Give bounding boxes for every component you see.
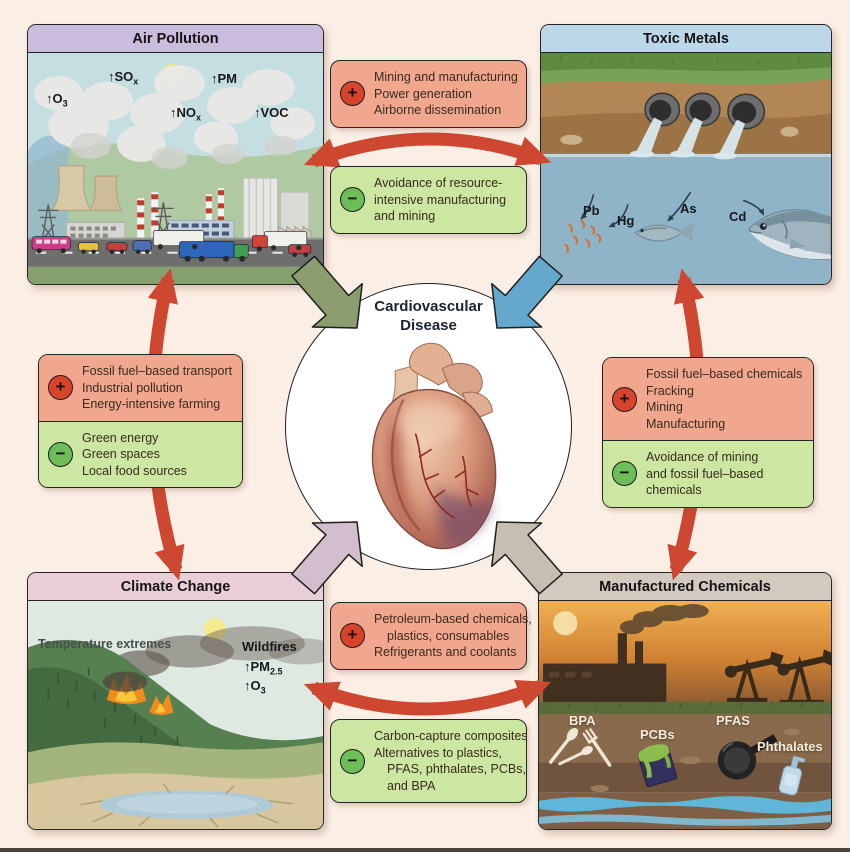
climate-change-illustration xyxy=(28,601,323,829)
label-hg: Hg xyxy=(617,213,635,228)
label-pfas: PFAS xyxy=(716,713,750,728)
panel-air-pollution: Air Pollution xyxy=(27,24,324,285)
toxic-metals-illustration xyxy=(541,53,831,284)
label-voc: ↑VOC xyxy=(254,105,289,120)
callout-bottom-negative: − Carbon-capture composites Alternatives… xyxy=(330,719,528,803)
air-pollution-scene: ↑O3 ↑SOx ↑PM ↑NOx ↑VOC xyxy=(28,53,323,284)
label-o3: ↑O3 xyxy=(46,91,68,109)
label-bpa: BPA xyxy=(569,713,596,728)
minus-icon: − xyxy=(340,748,365,774)
exchange-arrow-bottom xyxy=(303,679,552,716)
plus-icon: + xyxy=(340,623,365,649)
climate-change-scene: Temperature extremes Wildfires ↑PM2.5 ↑O… xyxy=(28,601,323,829)
panel-manufactured-chemicals: Manufactured Chemicals xyxy=(538,572,832,830)
callout-right-positive: + Fossil fuel–based chemicals Fracking M… xyxy=(603,358,813,440)
panel-climate-change-title: Climate Change xyxy=(28,573,323,601)
panel-manufactured-chemicals-title: Manufactured Chemicals xyxy=(539,573,831,601)
cardiovascular-disease-title: Cardiovascular Disease xyxy=(374,298,483,334)
label-cd: Cd xyxy=(729,209,747,224)
label-o3-climate: ↑O3 xyxy=(244,678,266,696)
callout-left: + Fossil fuel–based transport Industrial… xyxy=(38,354,243,488)
label-pb: Pb xyxy=(583,203,600,218)
label-pcbs: PCBs xyxy=(640,727,675,742)
label-as: As xyxy=(680,201,697,216)
air-pollution-illustration xyxy=(28,53,323,284)
callout-left-positive: + Fossil fuel–based transport Industrial… xyxy=(39,355,242,421)
callout-right-negative: − Avoidance of mining and fossil fuel–ba… xyxy=(603,440,813,507)
label-temperature-extremes: Temperature extremes xyxy=(38,637,172,651)
panel-toxic-metals: Toxic Metals xyxy=(540,24,832,285)
label-sox: ↑SOx xyxy=(108,69,139,87)
minus-icon: − xyxy=(612,461,637,487)
manufactured-chemicals-scene: BPA PCBs PFAS Phthalates xyxy=(539,601,831,829)
label-nox: ↑NOx xyxy=(170,105,202,123)
panel-climate-change: Climate Change xyxy=(27,572,324,830)
figure-bottom-rule xyxy=(0,848,850,852)
manufactured-chemicals-illustration xyxy=(539,601,831,829)
callout-top-positive: + Mining and manufacturing Power generat… xyxy=(330,60,527,128)
label-phthalates: Phthalates xyxy=(757,739,823,754)
plus-icon: + xyxy=(340,81,365,107)
heart-illustration xyxy=(371,342,497,550)
callout-right: + Fossil fuel–based chemicals Fracking M… xyxy=(602,357,814,508)
toxic-metals-scene: Pb Hg As Cd xyxy=(541,53,831,284)
panel-toxic-metals-title: Toxic Metals xyxy=(541,25,831,53)
callout-left-negative: − Green energy Green spaces Local food s… xyxy=(39,420,242,487)
callout-top-negative: − Avoidance of resource- intensive manuf… xyxy=(330,166,527,234)
label-wildfires: Wildfires xyxy=(242,639,297,654)
label-pm25: ↑PM2.5 xyxy=(244,659,283,677)
callout-bottom-positive: + Petroleum-based chemicals, plastics, c… xyxy=(330,602,532,670)
plus-icon: + xyxy=(612,386,637,412)
label-pm: ↑PM xyxy=(211,71,237,86)
cardiovascular-disease-node: Cardiovascular Disease xyxy=(285,283,572,570)
exchange-arrow-top xyxy=(303,132,552,168)
minus-icon: − xyxy=(340,187,365,213)
minus-icon: − xyxy=(48,441,73,467)
panel-air-pollution-title: Air Pollution xyxy=(28,25,323,53)
plus-icon: + xyxy=(48,375,73,401)
